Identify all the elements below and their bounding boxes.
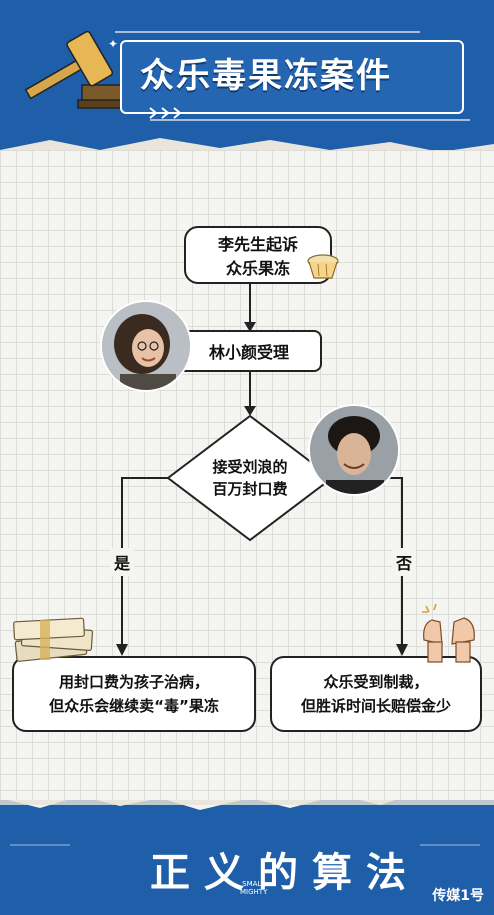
chevrons-icon (149, 107, 182, 119)
title-banner (120, 40, 464, 114)
money-stack-icon (13, 617, 94, 662)
brand-small-line1: SMALL (242, 880, 266, 888)
node-no-outcome: 众乐受到制裁， 但胜诉时间长赔偿金少 (270, 656, 482, 732)
brand-small-line2: MIGHTY (240, 888, 268, 896)
watermark: 传媒1号 (432, 888, 484, 904)
node-start-line2: 众乐果冻 (225, 259, 290, 278)
node-decision-text: 接受刘浪的 百万封口费 (180, 456, 320, 502)
jelly-cup-icon (307, 254, 339, 279)
node-accept-label: 林小颜受理 (208, 343, 289, 362)
brand-name: 正义的算法 (150, 850, 420, 896)
svg-text:✦: ✦ (108, 37, 118, 51)
decision-diamond (166, 414, 334, 542)
node-yes-line2: 但众乐会继续卖“毒”果冻 (49, 697, 219, 715)
branch-no-label: 否 (392, 548, 417, 576)
node-decision-line2: 百万封口费 (212, 480, 288, 498)
node-decision-line1: 接受刘浪的 (212, 458, 288, 476)
fists-icon (422, 603, 475, 663)
woman-portrait (100, 300, 192, 392)
node-yes-outcome: 用封口费为孩子治病， 但众乐会继续卖“毒”果冻 (12, 656, 256, 732)
page-title: 众乐毒果冻案件 (140, 56, 392, 96)
branch-yes-label: 是 (110, 548, 135, 576)
brand-small-mighty: SMALL MIGHTY (240, 880, 267, 896)
node-accept: 林小颜受理 (176, 330, 322, 372)
node-start: 李先生起诉 众乐果冻 (184, 226, 332, 284)
node-yes-line1: 用封口费为孩子治病， (58, 673, 209, 691)
node-no-line1: 众乐受到制裁， (323, 673, 429, 691)
node-start-line1: 李先生起诉 (217, 235, 298, 254)
man-portrait (308, 404, 400, 496)
node-no-line2: 但胜诉时间长赔偿金少 (300, 697, 451, 715)
gavel-icon: ✦ (24, 30, 132, 109)
